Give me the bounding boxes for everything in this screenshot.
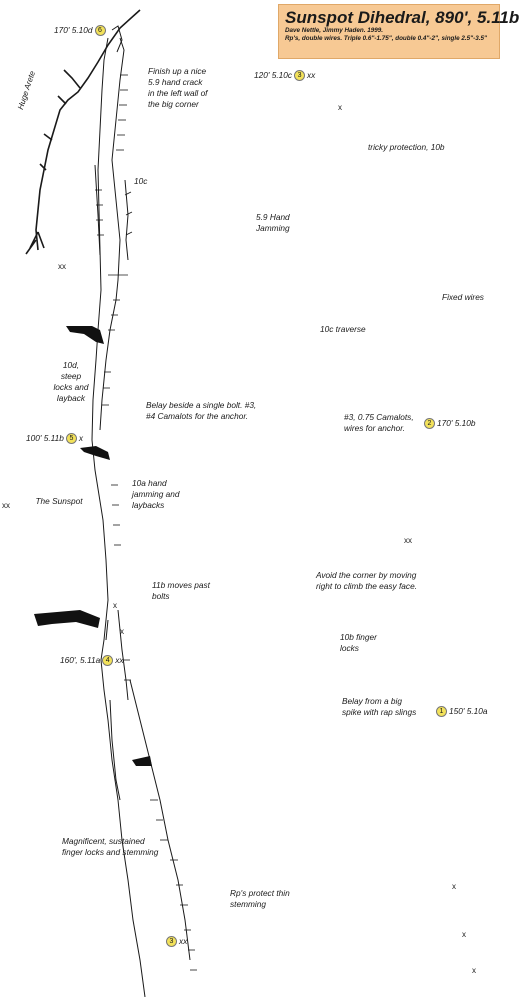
bolt-mark-5: x bbox=[472, 966, 476, 975]
note-hand-jamming: 5.9 Hand Jamming bbox=[256, 212, 290, 233]
note-rps: Rp's protect thin stemming bbox=[230, 888, 290, 909]
note-tricky: tricky protection, 10b bbox=[368, 142, 445, 152]
belay-4-anchor: xx bbox=[115, 655, 124, 665]
left-wall-lines bbox=[91, 25, 191, 997]
note-10b-finger-locks: 10b finger locks bbox=[340, 632, 377, 653]
bolt-mark-2: x bbox=[120, 627, 124, 636]
note-fixed-wires: Fixed wires bbox=[442, 292, 484, 302]
belay-5-label: 100' 5.11b bbox=[26, 433, 64, 443]
belay-5-bolt: x bbox=[78, 433, 84, 443]
belay-4-label: 160', 5.11a bbox=[60, 655, 101, 665]
left-wall-ticks bbox=[95, 74, 197, 971]
note-magnificent: Magnificent, sustained finger locks and … bbox=[62, 836, 159, 857]
anchor-mark-pitch2: xx bbox=[404, 536, 412, 545]
note-11b: 11b moves past bolts bbox=[152, 580, 210, 601]
belay-6-marker: 6 bbox=[94, 25, 106, 37]
note-camalots: #3, 0.75 Camalots, wires for anchor. bbox=[344, 412, 414, 433]
bolt-mark-4: x bbox=[462, 930, 466, 939]
note-belay-spike: Belay from a big spike with rap slings bbox=[342, 696, 417, 717]
belay-6-label: 170' 5.10d bbox=[54, 25, 93, 35]
route-topo-diagram bbox=[25, 9, 197, 997]
note-finish: Finish up a nice 5.9 hand crack in the l… bbox=[148, 66, 208, 109]
bolt-mark-upper: x bbox=[338, 103, 342, 112]
sunspot-label: The Sunspot bbox=[35, 496, 83, 506]
title-panel: Sunspot Dihedral, 890', 5.11b Dave Nettl… bbox=[278, 4, 519, 59]
belay-3-right-marker: 3 bbox=[294, 70, 306, 82]
left-roofs bbox=[34, 326, 152, 766]
note-10c-traverse: 10c traverse bbox=[320, 324, 366, 334]
belay-1-marker: 1 bbox=[436, 706, 447, 718]
note-belay-single-bolt: Belay beside a single bolt. #3, #4 Camal… bbox=[146, 400, 257, 421]
note-10c: 10c bbox=[134, 176, 148, 186]
belay-3-left-marker: 3 bbox=[166, 936, 177, 948]
belay-5-marker: 5 bbox=[65, 433, 77, 445]
note-10d: 10d, steep locks and layback bbox=[53, 360, 89, 403]
belay-2-marker: 2 bbox=[424, 418, 435, 430]
belay-3-right-label: 120' 5.10c bbox=[254, 70, 293, 80]
belay-1-label: 150' 5.10a bbox=[449, 706, 488, 716]
note-10a: 10a hand jamming and laybacks bbox=[132, 478, 180, 510]
route-credits: Dave Nettle, Jimmy Haden. 1999. bbox=[285, 27, 383, 34]
belay-3-left-anchor: xx bbox=[179, 936, 188, 946]
anchor-mark-arete: xx bbox=[58, 262, 66, 271]
belay-2-label: 170' 5.10b bbox=[437, 418, 476, 428]
bolt-mark-3: x bbox=[452, 882, 456, 891]
route-title: Sunspot Dihedral, 890', 5.11b bbox=[285, 8, 519, 27]
belay-3-right-anchor: xx bbox=[307, 70, 316, 80]
belay-4-marker: 4 bbox=[102, 655, 114, 667]
note-avoid-corner: Avoid the corner by moving right to clim… bbox=[316, 570, 417, 591]
bolt-mark-1: x bbox=[113, 601, 117, 610]
arete-lines bbox=[25, 9, 141, 255]
route-gear: Rp's, double wires. Triple 0.6"-1.75", d… bbox=[285, 35, 487, 42]
anchor-mark-rappel: xx bbox=[2, 501, 10, 510]
